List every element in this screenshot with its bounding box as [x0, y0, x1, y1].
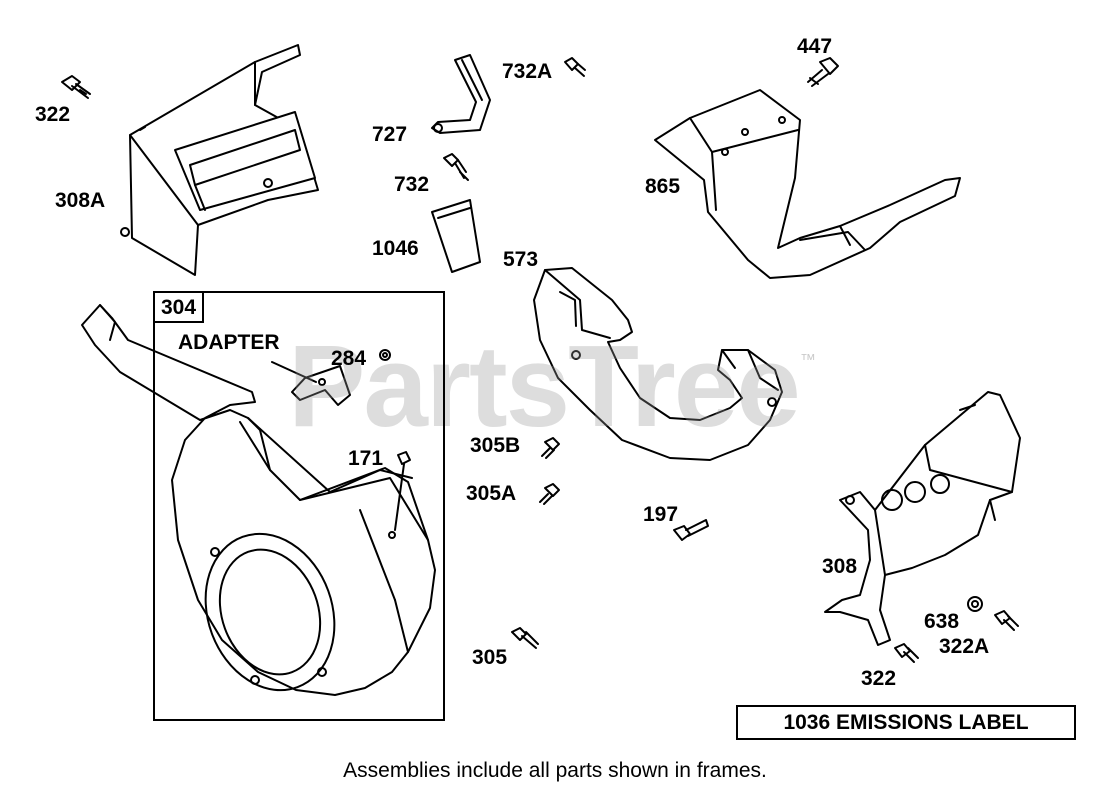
- label-732A[interactable]: 732A: [502, 60, 553, 83]
- part-1046-pad: [431, 199, 481, 273]
- part-573-panel: [533, 267, 783, 461]
- label-638[interactable]: 638: [924, 610, 960, 633]
- part-305A-screw: [539, 483, 560, 505]
- part-blower-housing: [81, 304, 436, 696]
- label-308A[interactable]: 308A: [55, 189, 106, 212]
- label-197[interactable]: 197: [643, 503, 679, 526]
- diagram-caption: Assemblies include all parts shown in fr…: [343, 759, 767, 782]
- label-308[interactable]: 308: [822, 555, 858, 578]
- part-447-bolt: [807, 57, 839, 87]
- label-573[interactable]: 573: [503, 248, 539, 271]
- emissions-label-box[interactable]: 1036 EMISSIONS LABEL: [736, 705, 1076, 740]
- label-322-bottom[interactable]: 322: [861, 667, 897, 690]
- label-305B[interactable]: 305B: [470, 434, 521, 457]
- label-865[interactable]: 865: [645, 175, 681, 198]
- part-322-bolt-top: [61, 75, 91, 99]
- trademark-mark: ™: [800, 352, 816, 369]
- label-727[interactable]: 727: [372, 123, 408, 146]
- part-197-bolt: [673, 519, 709, 541]
- part-732-screw: [443, 153, 469, 181]
- part-171: [394, 451, 411, 531]
- label-adapter[interactable]: ADAPTER: [178, 331, 280, 354]
- part-322-screw-bottom: [894, 643, 919, 663]
- part-305-screw: [511, 627, 539, 649]
- part-adapter-bracket: [271, 361, 351, 406]
- part-305B-screw: [541, 437, 560, 459]
- part-308A-shroud: [120, 44, 319, 276]
- part-284-nut: [379, 349, 391, 361]
- part-638-washer: [967, 596, 983, 612]
- label-447[interactable]: 447: [797, 35, 833, 58]
- label-171[interactable]: 171: [348, 447, 384, 470]
- label-305A[interactable]: 305A: [466, 482, 517, 505]
- label-322A[interactable]: 322A: [939, 635, 990, 658]
- parts-tree-watermark: PartsTree: [288, 321, 801, 451]
- label-305[interactable]: 305: [472, 646, 508, 669]
- label-1046[interactable]: 1046: [372, 237, 419, 260]
- part-322A-screw: [994, 610, 1019, 631]
- part-865-cover: [654, 89, 961, 279]
- part-308-cover: [824, 391, 1021, 646]
- label-322-top[interactable]: 322: [35, 103, 71, 126]
- label-732[interactable]: 732: [394, 173, 430, 196]
- part-727-bracket: [431, 54, 491, 134]
- part-732A-screw: [564, 57, 586, 77]
- label-284[interactable]: 284: [331, 347, 367, 370]
- assembly-frame-304: 304: [153, 291, 445, 721]
- frame-tag-304: 304: [155, 293, 205, 323]
